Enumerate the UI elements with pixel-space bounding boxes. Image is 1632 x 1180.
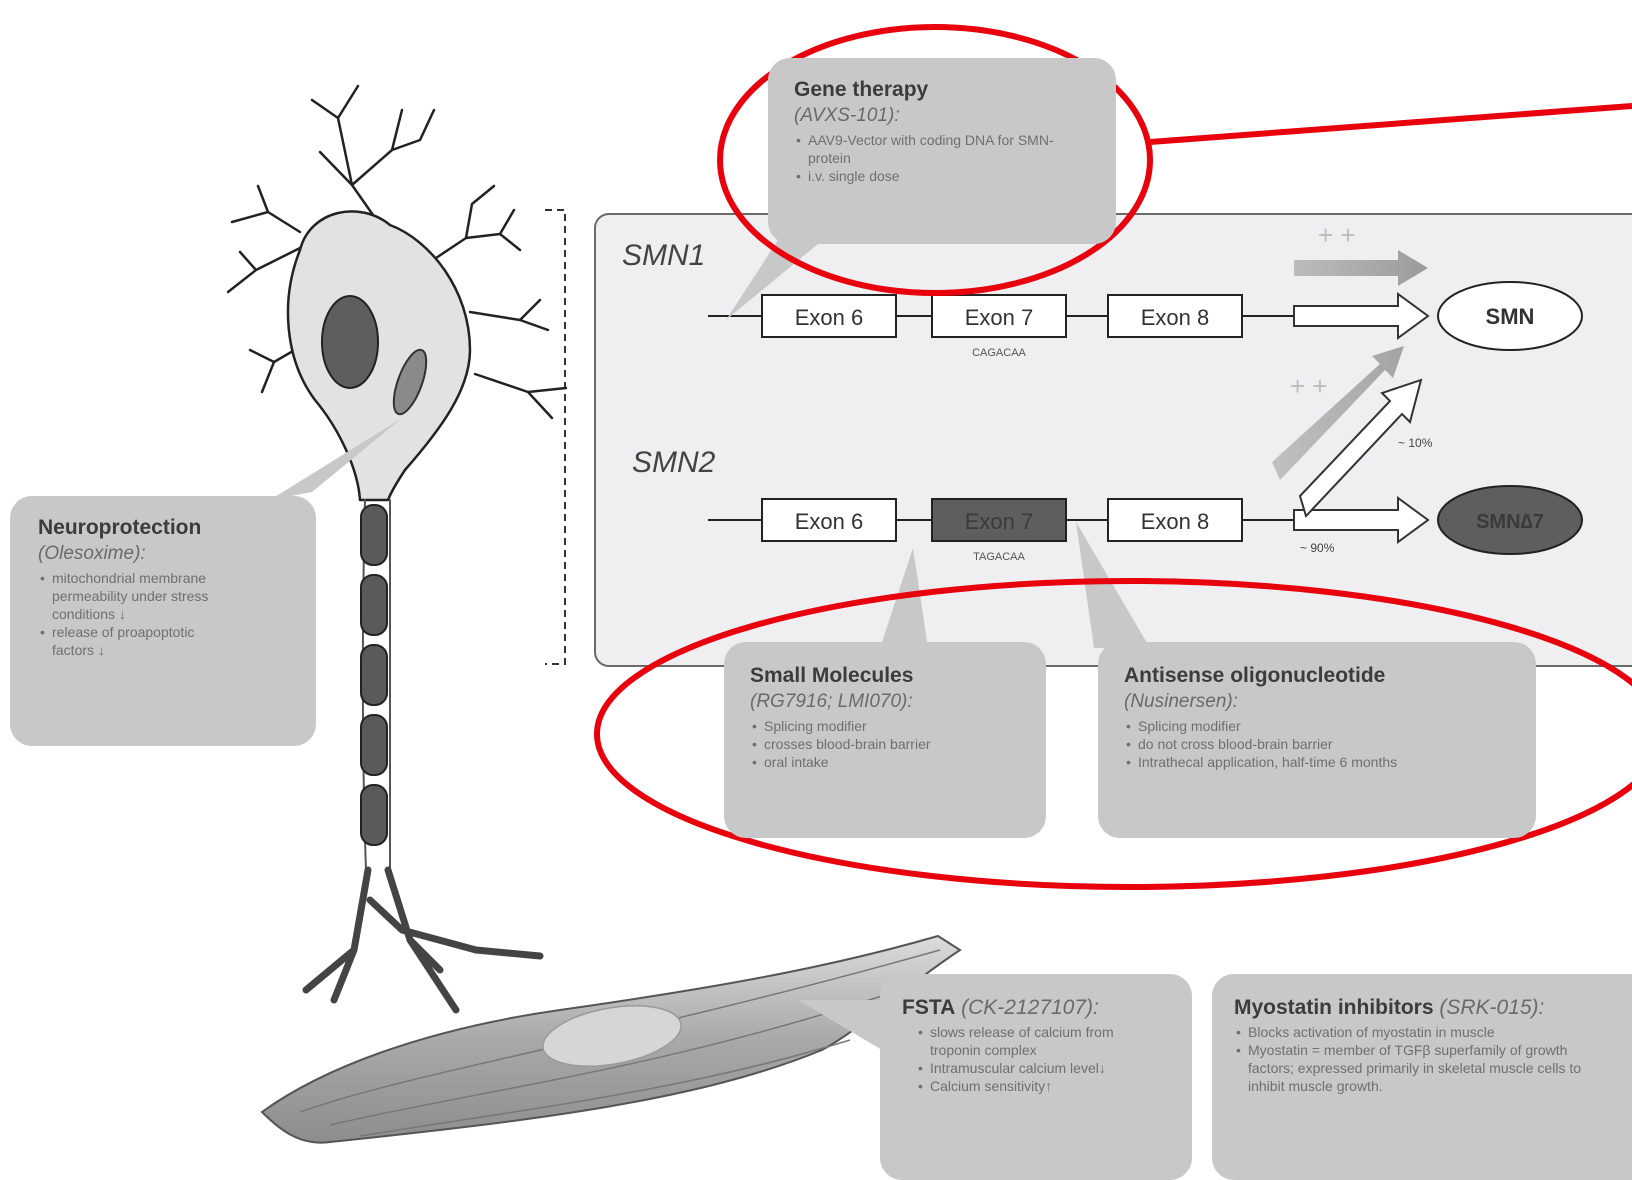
small-molecules-drug: (RG7916; LMI070): bbox=[750, 691, 1020, 713]
antisense-callout: Antisense oligonucleotide (Nusinersen): … bbox=[1098, 642, 1536, 838]
myelin-segment bbox=[361, 645, 387, 705]
antisense-bullets: Splicing modifier do not cross blood-bra… bbox=[1124, 717, 1464, 771]
fsta-drug: (CK-2127107): bbox=[961, 996, 1099, 1019]
fsta-heading: FSTA (CK-2127107): bbox=[902, 996, 1170, 1020]
gene-therapy-bullets: AAV9-Vector with coding DNA for SMN-prot… bbox=[794, 131, 1090, 185]
antisense-title: Antisense oligonucleotide bbox=[1124, 664, 1510, 688]
fsta-callout: FSTA (CK-2127107): slows release of calc… bbox=[880, 974, 1192, 1180]
smn2-label: SMN2 bbox=[632, 446, 716, 479]
myostatin-drug: (SRK-015): bbox=[1439, 996, 1544, 1019]
myostatin-heading: Myostatin inhibitors (SRK-015): bbox=[1234, 996, 1610, 1020]
neuroprotection-title: Neuroprotection bbox=[38, 516, 288, 540]
bullet-item: mitochondrial membrane permeability unde… bbox=[38, 569, 238, 623]
smn2-exon7-label: Exon 7 bbox=[965, 509, 1034, 534]
axon-terminals bbox=[306, 870, 540, 1010]
myostatin-callout: Myostatin inhibitors (SRK-015): Blocks a… bbox=[1212, 974, 1632, 1180]
bullet-item: i.v. single dose bbox=[794, 167, 1090, 185]
bullet-item: slows release of calcium from troponin c… bbox=[916, 1023, 1156, 1059]
myelin-segment bbox=[361, 785, 387, 845]
small-molecules-callout: Small Molecules (RG7916; LMI070): Splici… bbox=[724, 642, 1046, 838]
myelin-sheaths bbox=[361, 505, 387, 845]
highlight-connector bbox=[1150, 106, 1632, 142]
smn1-exon8-label: Exon 8 bbox=[1141, 305, 1210, 330]
neuroprotection-callout: Neuroprotection (Olesoxime): mitochondri… bbox=[10, 496, 316, 746]
fsta-title: FSTA bbox=[902, 996, 955, 1019]
smn2-pct-truncated: ~ 90% bbox=[1300, 541, 1335, 555]
neuroprotection-bullets: mitochondrial membrane permeability unde… bbox=[38, 569, 238, 659]
gene-therapy-callout: Gene therapy (AVXS-101): AAV9-Vector wit… bbox=[768, 58, 1116, 244]
myelin-segment bbox=[361, 505, 387, 565]
smn2-pct-full: ~ 10% bbox=[1398, 436, 1433, 450]
neuron-nucleus bbox=[322, 296, 378, 388]
bullet-item: crosses blood-brain barrier bbox=[750, 735, 1020, 753]
myostatin-title: Myostatin inhibitors bbox=[1234, 996, 1434, 1019]
bullet-item: Splicing modifier bbox=[750, 717, 1020, 735]
smn2-exon6-label: Exon 6 bbox=[795, 509, 864, 534]
gene-therapy-title: Gene therapy bbox=[794, 78, 1090, 102]
smn2-boost-label: + + bbox=[1290, 371, 1328, 401]
smn-protein-label: SMN bbox=[1486, 304, 1535, 329]
small-molecules-title: Small Molecules bbox=[750, 664, 1020, 688]
smn1-sequence: CAGACAA bbox=[972, 347, 1026, 359]
bullet-item: Splicing modifier bbox=[1124, 717, 1464, 735]
bullet-item: Intrathecal application, half-time 6 mon… bbox=[1124, 753, 1464, 771]
bullet-item: oral intake bbox=[750, 753, 1020, 771]
neuroprotection-drug: (Olesoxime): bbox=[38, 543, 288, 565]
smn1-label: SMN1 bbox=[622, 239, 705, 272]
bullet-item: Calcium sensitivity↑ bbox=[916, 1077, 1156, 1095]
antisense-drug: (Nusinersen): bbox=[1124, 691, 1510, 713]
smn2-sequence: TAGACAA bbox=[973, 551, 1025, 563]
small-molecules-bullets: Splicing modifier crosses blood-brain ba… bbox=[750, 717, 1020, 771]
myostatin-bullets: Blocks activation of myostatin in muscle… bbox=[1234, 1023, 1604, 1095]
bullet-item: AAV9-Vector with coding DNA for SMN-prot… bbox=[794, 131, 1090, 167]
smn2-exon8-label: Exon 8 bbox=[1141, 509, 1210, 534]
bullet-item: do not cross blood-brain barrier bbox=[1124, 735, 1464, 753]
bullet-item: release of proapoptotic factors ↓ bbox=[38, 623, 238, 659]
myelin-segment bbox=[361, 715, 387, 775]
bullet-item: Intramuscular calcium level↓ bbox=[916, 1059, 1156, 1077]
myelin-segment bbox=[361, 575, 387, 635]
fsta-bullets: slows release of calcium from troponin c… bbox=[916, 1023, 1156, 1095]
smn-delta7-label: SMN∆7 bbox=[1476, 511, 1544, 533]
panel-bracket bbox=[545, 210, 565, 664]
bullet-item: Myostatin = member of TGFβ superfamily o… bbox=[1234, 1041, 1604, 1095]
smn1-exon7-label: Exon 7 bbox=[965, 305, 1034, 330]
bullet-item: Blocks activation of myostatin in muscle bbox=[1234, 1023, 1604, 1041]
gene-therapy-drug: (AVXS-101): bbox=[794, 105, 1090, 127]
smn1-exon6-label: Exon 6 bbox=[795, 305, 864, 330]
smn1-boost-label: + + bbox=[1318, 220, 1356, 250]
